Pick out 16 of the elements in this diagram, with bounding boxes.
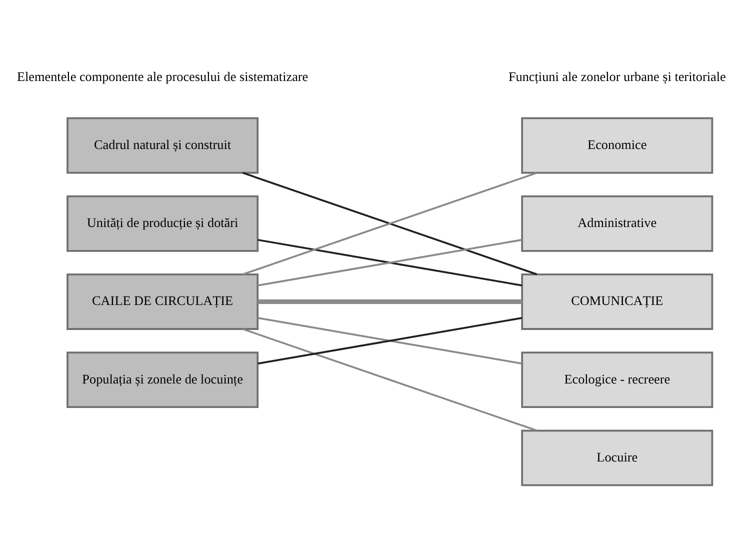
node-box: Cadrul natural și construit xyxy=(66,116,259,174)
label: Elementele componente ale procesului de sistematizare xyxy=(16,68,308,84)
node-box: Economice xyxy=(521,116,714,174)
connector xyxy=(242,328,538,431)
node-box: Administrative xyxy=(521,194,714,252)
label: Funcțiuni ale zonelor urbane și teritoriale xyxy=(508,68,726,84)
node-box: COMUNICAȚIE xyxy=(521,272,714,330)
node-box: Populația și zonele de locuințe xyxy=(66,351,259,408)
node-box: Unități de producție și dotări xyxy=(66,194,259,252)
connector xyxy=(258,316,522,364)
node-box: CAILE DE CIRCULAȚIE xyxy=(66,272,259,330)
connector xyxy=(258,298,522,304)
connector xyxy=(258,238,522,286)
connector xyxy=(242,171,538,275)
node-box: Locuire xyxy=(521,429,714,486)
node-box: Ecologice - recreere xyxy=(521,351,714,408)
